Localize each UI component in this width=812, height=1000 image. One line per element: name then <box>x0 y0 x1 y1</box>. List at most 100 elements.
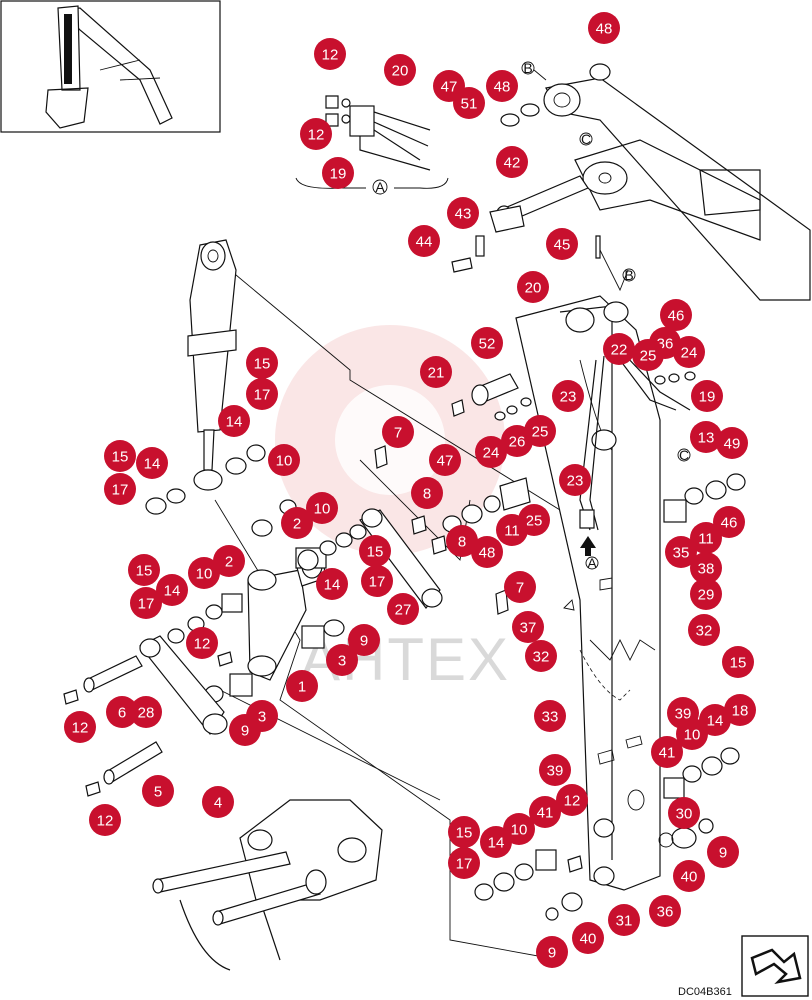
callout-37[interactable]: 37 <box>512 611 544 643</box>
callout-17[interactable]: 17 <box>448 847 480 879</box>
callout-38[interactable]: 38 <box>690 552 722 584</box>
callout-9[interactable]: 9 <box>348 624 380 656</box>
callout-9[interactable]: 9 <box>707 836 739 868</box>
callout-14[interactable]: 14 <box>218 405 250 437</box>
callout-32[interactable]: 32 <box>525 640 557 672</box>
callout-35[interactable]: 35 <box>665 536 697 568</box>
callout-19[interactable]: 19 <box>691 380 723 412</box>
callout-number: 28 <box>138 705 155 722</box>
bucket-cylinder <box>187 239 237 491</box>
callout-41[interactable]: 41 <box>651 736 683 768</box>
callout-number: 24 <box>483 445 500 462</box>
callout-15[interactable]: 15 <box>359 535 391 567</box>
callout-24[interactable]: 24 <box>673 336 705 368</box>
callout-17[interactable]: 17 <box>246 378 278 410</box>
callout-number: 1 <box>298 679 306 696</box>
callout-number: 52 <box>479 336 496 353</box>
callout-17[interactable]: 17 <box>361 565 393 597</box>
callout-4[interactable]: 4 <box>202 786 234 818</box>
callout-11[interactable]: 11 <box>690 522 722 554</box>
callout-25[interactable]: 25 <box>632 339 664 371</box>
callout-24[interactable]: 24 <box>475 436 507 468</box>
callout-12[interactable]: 12 <box>300 118 332 150</box>
callout-14[interactable]: 14 <box>699 704 731 736</box>
callout-52[interactable]: 52 <box>471 327 503 359</box>
view-c-label: C <box>679 447 689 463</box>
callout-14[interactable]: 14 <box>156 574 188 606</box>
callout-18[interactable]: 18 <box>724 694 756 726</box>
callout-15[interactable]: 15 <box>722 646 754 678</box>
callout-7[interactable]: 7 <box>382 416 414 448</box>
callout-42[interactable]: 42 <box>496 146 528 178</box>
callout-43[interactable]: 43 <box>447 197 479 229</box>
callout-22[interactable]: 22 <box>603 333 635 365</box>
callout-47[interactable]: 47 <box>429 444 461 476</box>
callout-48[interactable]: 48 <box>588 12 620 44</box>
callout-30[interactable]: 30 <box>668 797 700 829</box>
callout-11[interactable]: 11 <box>496 514 528 546</box>
callout-28[interactable]: 28 <box>130 696 162 728</box>
next-page-arrow-icon[interactable] <box>741 935 809 997</box>
callout-number: 40 <box>580 931 597 948</box>
callout-7[interactable]: 7 <box>504 571 536 603</box>
callout-2[interactable]: 2 <box>213 545 245 577</box>
callout-25[interactable]: 25 <box>524 415 556 447</box>
callout-48[interactable]: 48 <box>486 70 518 102</box>
callout-29[interactable]: 29 <box>690 578 722 610</box>
callout-8[interactable]: 8 <box>446 525 478 557</box>
callout-15[interactable]: 15 <box>448 816 480 848</box>
callout-5[interactable]: 5 <box>142 775 174 807</box>
callout-10[interactable]: 10 <box>676 718 708 750</box>
washers-left <box>145 444 297 537</box>
callout-13[interactable]: 13 <box>690 421 722 453</box>
callout-32[interactable]: 32 <box>688 614 720 646</box>
callout-10[interactable]: 10 <box>306 492 338 524</box>
callout-33[interactable]: 33 <box>534 700 566 732</box>
callout-9[interactable]: 9 <box>229 714 261 746</box>
callout-2[interactable]: 2 <box>281 507 313 539</box>
callout-23[interactable]: 23 <box>552 380 584 412</box>
callout-20[interactable]: 20 <box>384 54 416 86</box>
callout-21[interactable]: 21 <box>420 356 452 388</box>
callout-15[interactable]: 15 <box>246 347 278 379</box>
callout-8[interactable]: 8 <box>411 477 443 509</box>
callout-17[interactable]: 17 <box>104 473 136 505</box>
callout-15[interactable]: 15 <box>104 440 136 472</box>
callout-39[interactable]: 39 <box>539 754 571 786</box>
callout-44[interactable]: 44 <box>408 225 440 257</box>
callout-14[interactable]: 14 <box>316 568 348 600</box>
callout-number: 48 <box>494 79 511 96</box>
callout-12[interactable]: 12 <box>64 711 96 743</box>
callout-9[interactable]: 9 <box>536 936 568 968</box>
callout-12[interactable]: 12 <box>314 38 346 70</box>
callout-20[interactable]: 20 <box>517 271 549 303</box>
callout-6[interactable]: 6 <box>106 696 138 728</box>
callout-48[interactable]: 48 <box>471 536 503 568</box>
callout-10[interactable]: 10 <box>268 444 300 476</box>
callout-12[interactable]: 12 <box>89 804 121 836</box>
callout-12[interactable]: 12 <box>556 784 588 816</box>
callout-31[interactable]: 31 <box>608 904 640 936</box>
callout-15[interactable]: 15 <box>128 554 160 586</box>
callout-51[interactable]: 51 <box>453 87 485 119</box>
callout-23[interactable]: 23 <box>559 464 591 496</box>
callout-36[interactable]: 36 <box>649 895 681 927</box>
callout-40[interactable]: 40 <box>673 860 705 892</box>
callout-45[interactable]: 45 <box>546 228 578 260</box>
callout-27[interactable]: 27 <box>387 593 419 625</box>
callout-10[interactable]: 10 <box>188 557 220 589</box>
callout-14[interactable]: 14 <box>136 447 168 479</box>
callout-40[interactable]: 40 <box>572 922 604 954</box>
callout-number: 10 <box>511 822 528 839</box>
callout-17[interactable]: 17 <box>130 587 162 619</box>
callout-1[interactable]: 1 <box>286 670 318 702</box>
callout-46[interactable]: 46 <box>713 506 745 538</box>
callout-49[interactable]: 49 <box>716 427 748 459</box>
pins-5-6 <box>63 651 233 797</box>
callout-41[interactable]: 41 <box>529 796 561 828</box>
callout-3[interactable]: 3 <box>326 644 358 676</box>
callout-19[interactable]: 19 <box>322 157 354 189</box>
callout-14[interactable]: 14 <box>480 826 512 858</box>
callout-12[interactable]: 12 <box>186 627 218 659</box>
callout-46[interactable]: 46 <box>660 299 692 331</box>
